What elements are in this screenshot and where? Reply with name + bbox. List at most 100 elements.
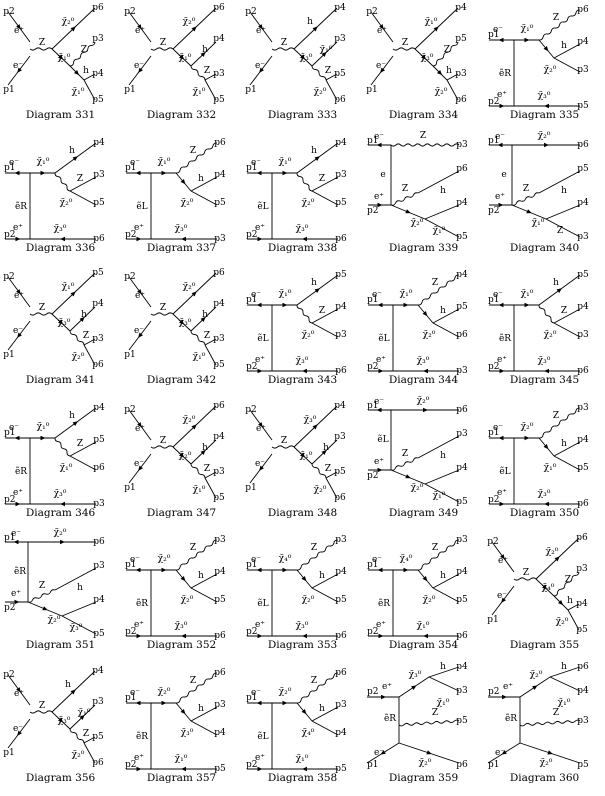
ext-label-tl: p1 <box>367 560 379 570</box>
e-label-1: e⁻ <box>374 397 384 407</box>
arrow-head <box>42 606 48 611</box>
outgoing-b2 <box>204 344 217 366</box>
arrow-head <box>136 236 142 241</box>
ext-label-p1: p1 <box>3 748 15 758</box>
arrow-head <box>381 694 386 699</box>
arrow-head <box>497 142 503 147</box>
bottom-prop-label: χ̃₃⁰ <box>175 620 188 631</box>
middle-prop-label: χ̃₁⁰ <box>300 450 313 461</box>
bottom-prop-label: χ̃₃⁰ <box>175 223 188 234</box>
ext-label-d: p5 <box>93 629 105 639</box>
ext-label-p2: p2 <box>245 7 257 17</box>
e-label-2: e⁺ <box>503 682 513 692</box>
upper-prop-label: χ̃₂⁰ <box>183 281 196 292</box>
ext-label-c: p5 <box>456 716 468 726</box>
ext-label-mid: p3 <box>92 34 104 44</box>
e-label-2: e⁺ <box>376 620 386 630</box>
ext-label-b2: p6 <box>92 758 104 768</box>
ext-label-b1: p4 <box>92 69 104 79</box>
ext-label-c: p5 <box>335 198 347 208</box>
top-prop-label: χ̃₂⁰ <box>279 686 292 697</box>
lower-label: χ̃₂⁰ <box>423 329 436 340</box>
lower-prop-label: χ̃₂⁰ <box>435 86 448 97</box>
arrow-head <box>543 443 549 449</box>
s-channel-label: Z <box>281 38 287 48</box>
ext-label-d: p3 <box>214 234 226 244</box>
arrow-head <box>300 54 306 60</box>
arrow-head <box>191 26 197 32</box>
lower-label: χ̃₁⁰ <box>544 462 557 473</box>
outgoing-a <box>428 666 460 677</box>
arrow-head <box>258 24 263 30</box>
ext-label-tl: p1 <box>367 136 379 146</box>
arrow-head <box>543 46 549 52</box>
electron-label: e⁺ <box>14 689 24 699</box>
upper-line <box>390 191 419 206</box>
top-prop-label: χ̃₁⁰ <box>400 288 413 299</box>
vertical-prop-label: ẽL <box>257 731 268 742</box>
ext-label-b: p4 <box>577 435 589 445</box>
positron-label: e⁻ <box>134 326 144 336</box>
vertical-prop-label: e <box>501 170 506 180</box>
diagram-caption: Diagram 352 <box>146 639 217 651</box>
s-channel-propagator <box>150 312 174 316</box>
diagram-caption: Diagram 334 <box>388 109 459 121</box>
vertical-prop-label: ẽL <box>257 333 268 344</box>
positron-label: e⁻ <box>376 61 386 71</box>
ext-label-tl: p1 <box>488 30 500 40</box>
ext-label-d: p6 <box>456 760 468 770</box>
arrow-head <box>300 452 306 458</box>
top-prop-label: χ̃₁⁰ <box>279 156 292 167</box>
ext-label-tl: p1 <box>4 428 16 438</box>
lower-label: χ̃₂⁰ <box>544 329 557 340</box>
ext-label-c: p4 <box>335 728 347 738</box>
outgoing-b <box>432 573 460 589</box>
upper-label: χ̃₂⁰ <box>530 669 543 680</box>
outgoing-b <box>417 435 460 458</box>
upper-label: Z <box>523 184 529 194</box>
vertical-prop-label: ẽR <box>136 731 148 742</box>
lower-label: χ̃₂⁰ <box>544 64 557 75</box>
outgoing-b1 <box>204 338 217 346</box>
vertical-prop-label: ẽL <box>377 434 388 445</box>
ext-label-top: p6 <box>213 268 225 278</box>
mid-label: h <box>198 174 204 184</box>
outgoing-b <box>69 176 97 191</box>
bottom-prop-label: χ̃₁⁰ <box>175 753 188 764</box>
e-label-1: e⁻ <box>130 158 140 168</box>
branch-line-2 <box>190 65 206 81</box>
ext-label-c: p5 <box>214 595 226 605</box>
top-prop-label: χ̃₁⁰ <box>37 421 50 432</box>
ext-label-a: p4 <box>335 138 347 148</box>
ext-label-p1: p1 <box>245 85 257 95</box>
mid-label: Z <box>77 174 83 184</box>
lower-prop-label: χ̃₂⁰ <box>72 749 85 760</box>
e-label-1: e⁻ <box>9 423 19 433</box>
arrow-head <box>79 316 85 322</box>
upper-prop-label: χ̃₂⁰ <box>546 546 559 557</box>
bottom-prop-label: χ̃₃⁰ <box>296 620 309 631</box>
arrow-head <box>423 407 428 412</box>
outgoing-b1 <box>83 338 96 346</box>
ext-label-top: p4 <box>455 3 467 13</box>
ext-label-tl: p1 <box>125 693 137 703</box>
arrow-head <box>200 316 206 322</box>
outgoing-b2 <box>83 79 96 101</box>
upper-line <box>511 191 540 206</box>
electron-label: e⁺ <box>377 26 387 36</box>
ext-label-d: p5 <box>456 232 468 242</box>
outgoing-b1 <box>446 73 459 81</box>
arrow-head <box>554 556 560 562</box>
outgoing-c <box>190 587 218 603</box>
positron-label: e⁻ <box>497 591 507 601</box>
ext-label-a: p6 <box>214 668 226 678</box>
arrow-head <box>17 67 22 73</box>
positron-label: e⁻ <box>255 61 265 71</box>
